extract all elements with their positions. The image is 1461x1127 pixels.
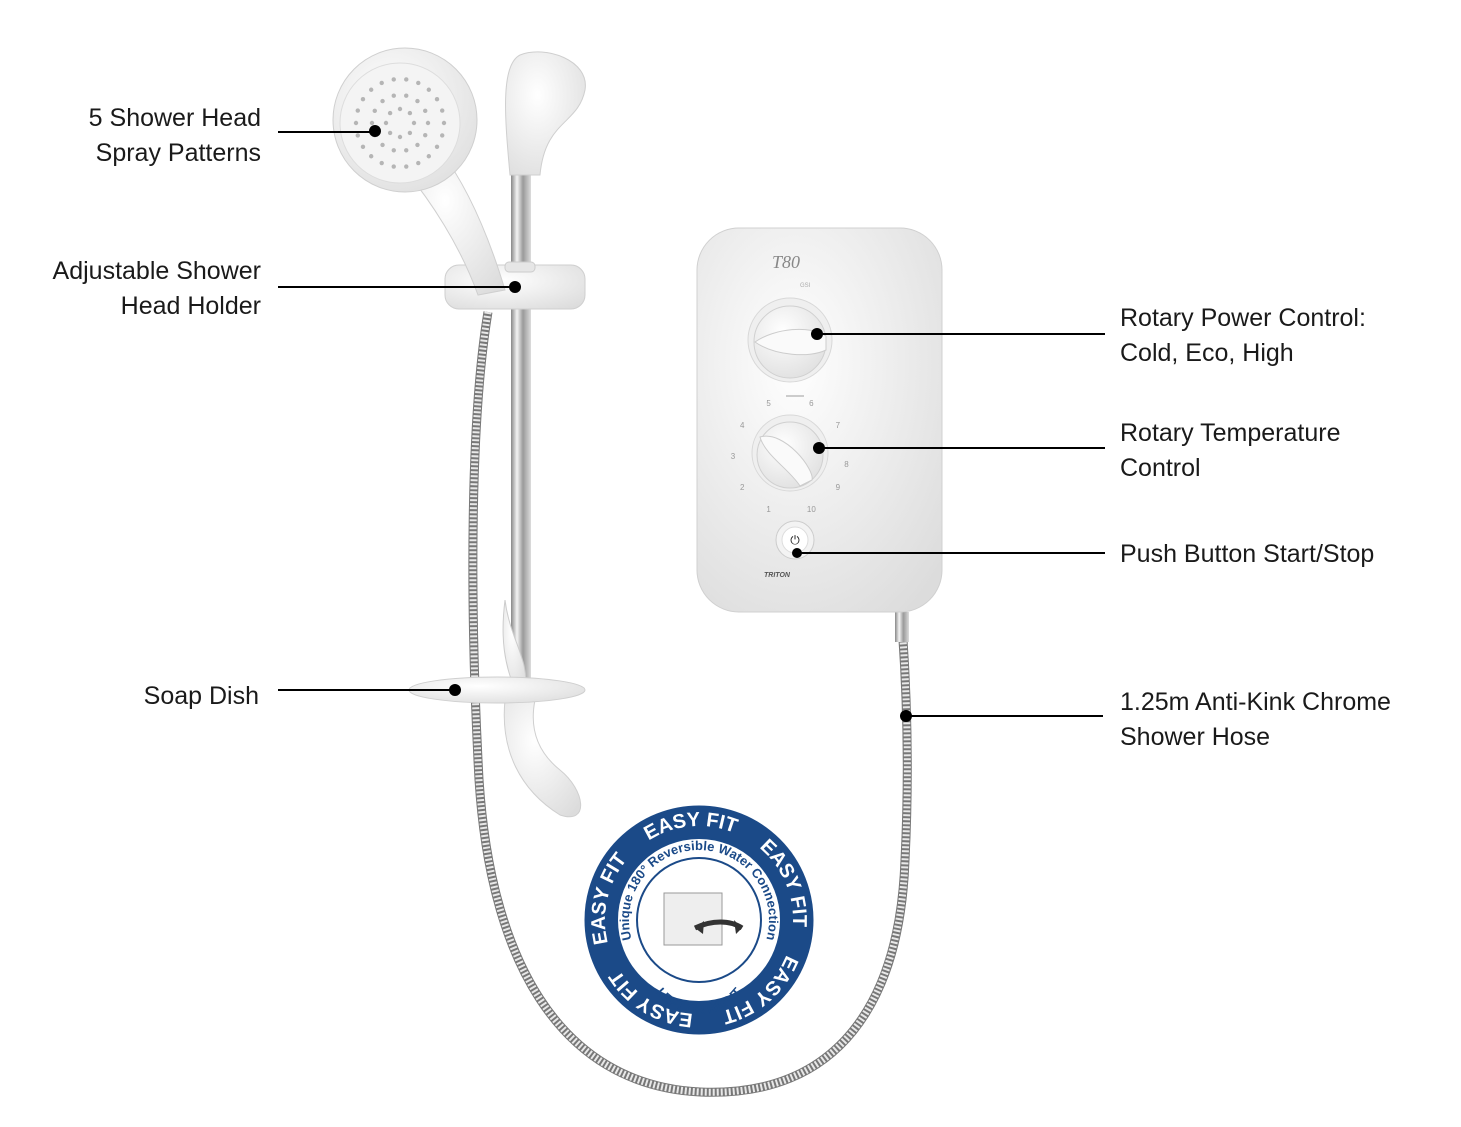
temp-scale-number: 2	[740, 483, 745, 492]
spray-hole	[368, 154, 374, 159]
label-head-holder-2: Head Holder	[121, 292, 261, 320]
spray-hole	[391, 164, 396, 169]
spray-hole	[411, 120, 417, 126]
spray-hole	[379, 80, 384, 86]
temp-scale-number: 3	[731, 452, 736, 461]
temp-scale-number: 9	[836, 483, 841, 492]
spray-hole	[415, 142, 420, 148]
spray-hole	[380, 142, 385, 148]
label-hose-1: 1.25m Anti-Kink Chrome	[1120, 688, 1391, 716]
label-head-holder-1: Adjustable Shower	[53, 257, 261, 285]
spray-hole	[440, 108, 445, 113]
spray-hole	[404, 93, 409, 98]
spray-hole	[387, 130, 393, 136]
power-knob[interactable]	[747, 297, 833, 383]
leader-lines	[278, 125, 1105, 696]
shower-hose	[468, 311, 912, 1097]
label-spray-patterns-2: Spray Patterns	[96, 139, 261, 167]
temp-scale-number: 5	[766, 399, 771, 408]
shower-unit: T80 GSI 1 2 3 4 5 6 7 8 9 10 TRITON	[696, 227, 943, 613]
temp-scale-number: 8	[844, 460, 849, 469]
model-logo: T80	[772, 252, 800, 272]
spray-hole	[434, 97, 440, 102]
spray-hole	[360, 144, 366, 149]
spray-hole	[372, 108, 377, 114]
spray-hole	[355, 108, 360, 113]
spray-hole	[380, 98, 385, 104]
spray-hole	[404, 77, 409, 82]
spray-hole	[355, 133, 360, 138]
spray-hole	[404, 164, 409, 169]
spray-hole	[407, 110, 413, 116]
brand-logo: TRITON	[764, 572, 791, 579]
spray-hole	[426, 154, 432, 159]
shower-handset	[332, 47, 506, 296]
spray-hole	[391, 93, 396, 98]
spray-hole	[423, 108, 428, 114]
temp-scale-number: 7	[836, 421, 841, 430]
spray-hole	[416, 160, 421, 166]
spray-hole	[391, 148, 396, 153]
temp-scale-number: 4	[740, 421, 745, 430]
spray-hole	[407, 130, 413, 136]
label-spray-patterns-1: 5 Shower Head	[89, 104, 261, 132]
label-power-control-2: Cold, Eco, High	[1120, 339, 1294, 367]
label-push-button: Push Button Start/Stop	[1120, 540, 1374, 568]
label-soap-dish: Soap Dish	[144, 682, 259, 710]
spray-hole	[397, 106, 403, 112]
spray-hole	[415, 98, 420, 104]
spray-hole	[441, 120, 447, 126]
label-temp-control-1: Rotary Temperature	[1120, 419, 1340, 447]
spray-hole	[360, 97, 366, 102]
spray-hole	[387, 110, 393, 116]
easy-fit-badge: EASY FIT EASY FIT EASY FIT EASY FIT EASY…	[581, 802, 817, 1038]
temperature-knob[interactable]	[751, 414, 829, 492]
spray-hole	[353, 120, 359, 126]
spray-hole	[440, 133, 445, 138]
label-hose-2: Shower Hose	[1120, 723, 1270, 751]
spray-hole	[391, 77, 396, 82]
spray-hole	[397, 134, 403, 140]
spray-hole	[423, 132, 428, 138]
spray-hole	[425, 120, 431, 126]
spray-hole	[426, 87, 432, 92]
spray-hole	[369, 120, 375, 126]
spray-hole	[379, 160, 384, 166]
temperature-scale: 1 2 3 4 5 6 7 8 9 10	[731, 399, 849, 514]
model-sub: GSI	[800, 283, 811, 289]
spray-hole	[404, 148, 409, 153]
spray-hole	[383, 120, 389, 126]
spray-hole	[434, 144, 440, 149]
label-temp-control-2: Control	[1120, 454, 1201, 482]
leader-lines-2	[900, 710, 1103, 722]
connection-illustration	[663, 892, 723, 946]
temp-scale-number: 1	[766, 505, 771, 514]
label-power-control-1: Rotary Power Control:	[1120, 304, 1366, 332]
temp-scale-number: 6	[809, 399, 814, 408]
spray-hole	[368, 87, 374, 92]
double-arrow-icon	[695, 920, 742, 934]
temp-scale-number: 10	[807, 505, 816, 514]
spray-hole	[416, 80, 421, 86]
power-icon: ⏻	[790, 533, 800, 547]
start-stop-button[interactable]	[775, 520, 815, 560]
